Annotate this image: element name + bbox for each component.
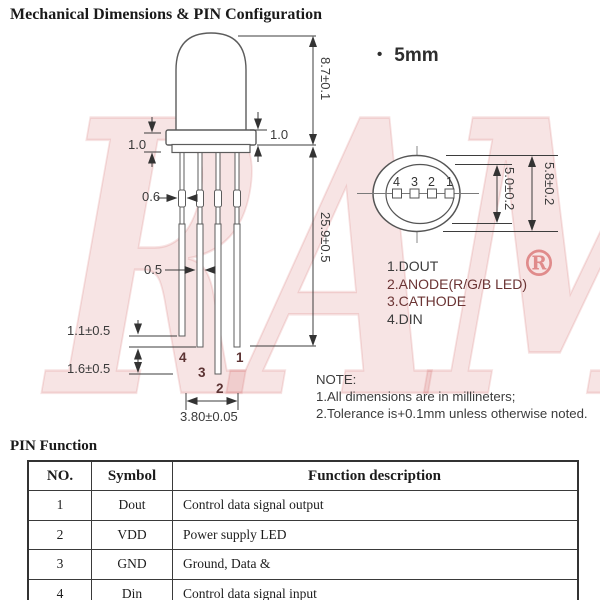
cell-no: 1 <box>27 490 92 521</box>
side-view-dimension-lines <box>129 35 317 410</box>
dim-lead-width-lower: 0.5 <box>144 262 163 277</box>
cell-symbol: GND <box>91 549 173 580</box>
cell-no: 3 <box>27 549 92 580</box>
col-header-symbol: Symbol <box>91 460 173 491</box>
registered-trademark-icon: ® <box>521 243 557 285</box>
bullet-icon: • <box>377 46 383 63</box>
dim-flange-thickness: 1.0 <box>270 127 289 142</box>
led-side-view <box>165 32 257 375</box>
col-header-function: Function description <box>172 460 579 491</box>
bottom-pin-1: 1 <box>446 175 453 189</box>
bottom-pin-3: 3 <box>411 175 418 189</box>
note-heading: NOTE: <box>316 372 357 387</box>
section-title-pin-function: PIN Function <box>10 438 98 454</box>
led-flange <box>165 129 257 146</box>
led-bottom-view <box>357 146 558 243</box>
cell-no: 2 <box>27 519 92 550</box>
dim-body-height: 8.7±0.1 <box>318 57 333 101</box>
led-dome <box>175 32 247 132</box>
note-block: NOTE: 1.All dimensions are in millineter… <box>316 371 588 422</box>
pin-assignment-dout: 1.DOUT <box>387 258 439 274</box>
side-pin-2: 2 <box>216 381 224 396</box>
side-pin-1: 1 <box>236 350 244 365</box>
pin-assignment-cathode: 3.CATHODE <box>387 293 467 309</box>
mechanical-drawing <box>129 32 558 410</box>
side-pin-3: 3 <box>198 365 206 380</box>
bottom-view-dimension-lines <box>443 155 558 232</box>
side-pin-4: 4 <box>179 350 187 365</box>
dim-inner-diameter: 5.0±0.2 <box>502 167 517 211</box>
cell-symbol: VDD <box>91 519 173 550</box>
dim-flange-lip: 1.0 <box>128 137 147 152</box>
cell-symbol: Din <box>91 578 173 600</box>
cell-function: Power supply LED <box>172 519 579 550</box>
bottom-view-pin-pads <box>392 188 455 199</box>
bottom-pin-2: 2 <box>428 175 435 189</box>
dim-lead-standoff-1: 1.1±0.5 <box>67 323 111 338</box>
table-header-row: NO. Symbol Function description <box>27 460 579 491</box>
dim-lead-length: 25.9±0.5 <box>318 212 333 263</box>
pin-assignment-din: 4.DIN <box>387 310 423 327</box>
bottom-pin-4: 4 <box>393 175 400 189</box>
cell-symbol: Dout <box>91 490 173 521</box>
table-row: 3 GND Ground, Data & <box>27 549 579 580</box>
table-row: 4 Din Control data signal input <box>27 578 579 600</box>
note-line-1: 1.All dimensions are in millineters; <box>316 389 516 404</box>
pin-assignment-anode: 2.ANODE(R/G/B LED) <box>387 275 528 292</box>
led-leads <box>178 151 241 375</box>
cell-function: Control data signal output <box>172 490 579 521</box>
dim-lead-pitch: 3.80±0.05 <box>180 409 238 424</box>
package-size-label: • 5mm <box>377 45 439 67</box>
table-row: 1 Dout Control data signal output <box>27 490 579 521</box>
pin-function-table: NO. Symbol Function description 1 Dout C… <box>27 460 579 600</box>
cell-no: 4 <box>27 578 92 600</box>
cell-function: Control data signal input <box>172 578 579 600</box>
table-row: 2 VDD Power supply LED <box>27 519 579 550</box>
led-base <box>171 143 251 154</box>
dim-lead-standoff-2: 1.6±0.5 <box>67 361 111 376</box>
dim-lead-width-upper: 0.6 <box>142 189 161 204</box>
pin-assignment-list: 1.DOUT 2.ANODE(R/G/B LED) 3.CATHODE 4.DI… <box>387 258 527 328</box>
section-title-mechanical: Mechanical Dimensions & PIN Configuratio… <box>10 6 322 23</box>
note-line-2: 2.Tolerance is+0.1mm unless otherwise no… <box>316 406 588 421</box>
size-value: 5mm <box>394 45 439 66</box>
dim-outer-diameter: 5.8±0.2 <box>542 162 557 206</box>
col-header-no: NO. <box>27 460 92 491</box>
cell-function: Ground, Data & <box>172 549 579 580</box>
